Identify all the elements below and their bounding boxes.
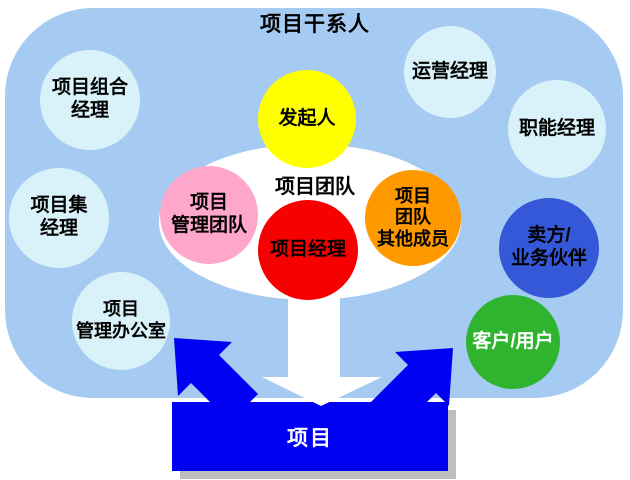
- team-member-other-members: 项目 团队 其他成员: [365, 170, 461, 266]
- bent-arrow-right: [369, 348, 453, 432]
- team-member-pm-team: 项目 管理团队: [160, 166, 258, 264]
- diagram-title: 项目干系人: [260, 13, 370, 36]
- stakeholder-pmo: 项目 管理办公室: [72, 272, 170, 370]
- stakeholder-portfolio-manager: 项目组合 经理: [40, 50, 140, 150]
- team-member-project-manager: 项目经理: [258, 200, 358, 300]
- stakeholder-functional-manager: 职能经理: [508, 80, 606, 178]
- team-member-sponsor: 发起人: [258, 70, 356, 168]
- stakeholder-customer-user: 客户/用户: [466, 295, 560, 389]
- bent-arrow-left: [174, 338, 258, 422]
- stakeholder-operations-manager: 运营经理: [404, 26, 496, 118]
- stakeholder-seller-partner: 卖方/ 业务伙伴: [499, 198, 599, 298]
- stakeholder-program-manager: 项目集 经理: [9, 168, 109, 268]
- team-ellipse-label: 项目团队: [275, 176, 355, 198]
- project-box-label: 项目: [287, 426, 333, 450]
